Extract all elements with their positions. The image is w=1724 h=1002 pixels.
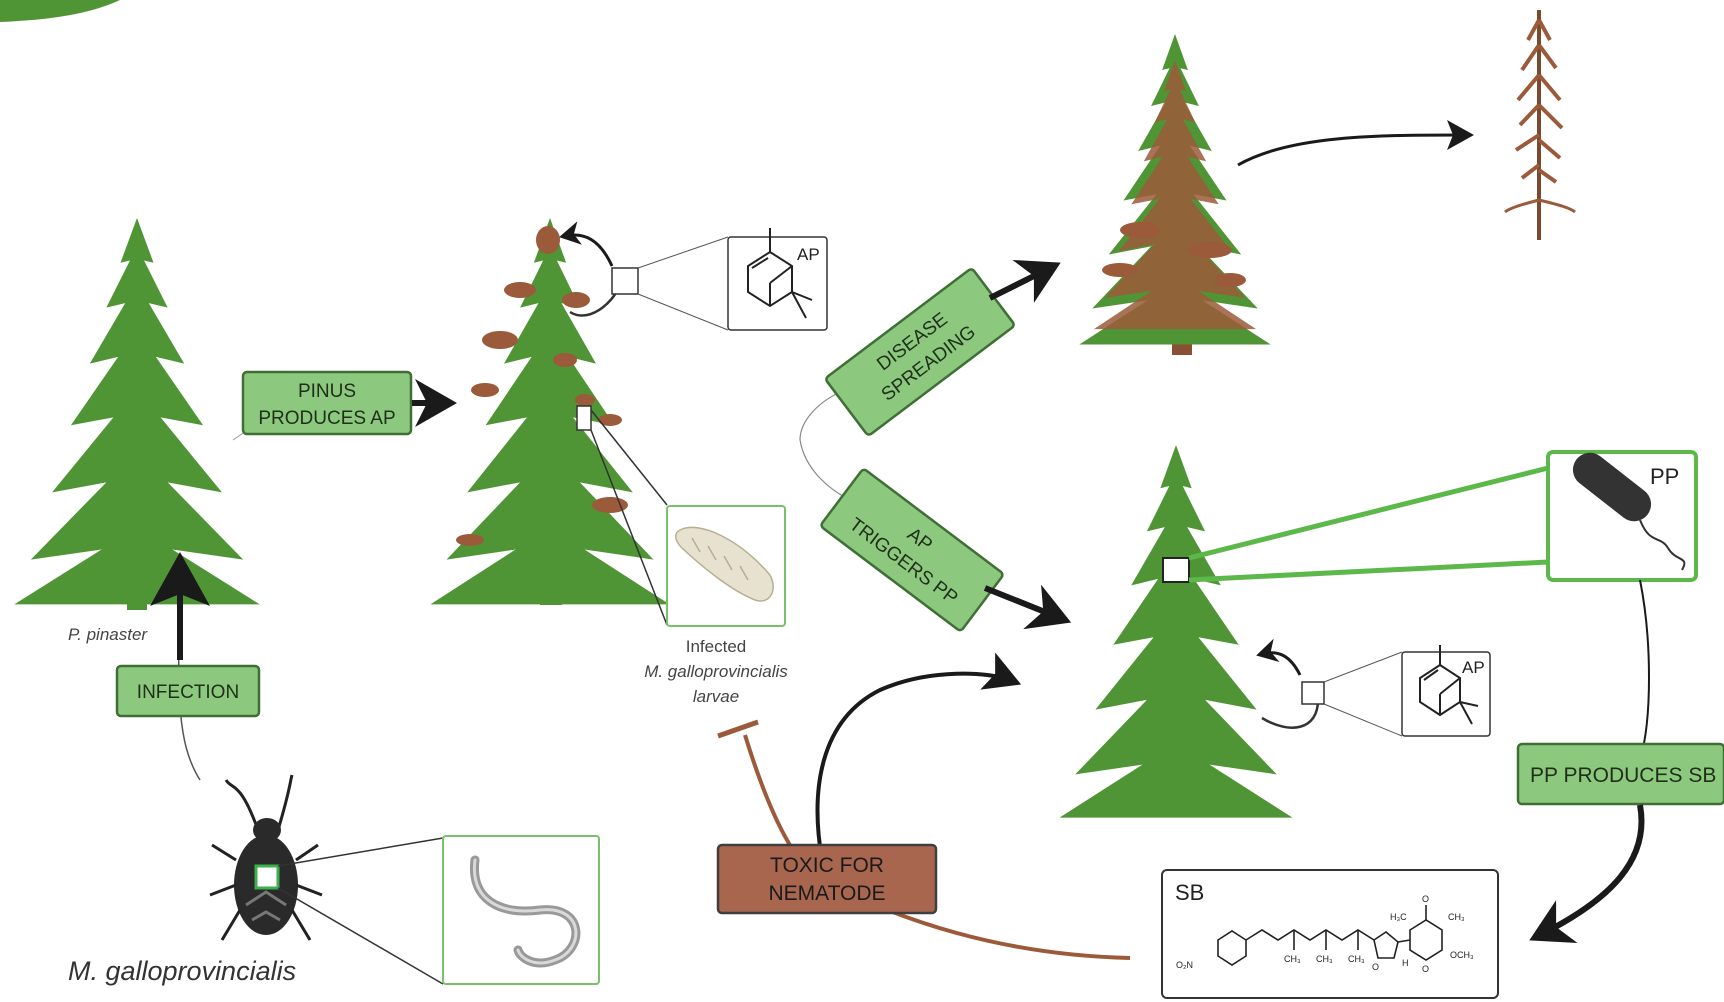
pp-to-sb-line	[1639, 579, 1650, 761]
svg-text:PRODUCES AP: PRODUCES AP	[258, 408, 395, 429]
tree-infected-center	[430, 218, 670, 605]
ap-arrow-top	[559, 221, 614, 267]
beetle-marker	[254, 864, 280, 890]
pp-marker	[1162, 557, 1190, 583]
svg-text:H: H	[1402, 958, 1409, 968]
svg-text:OCH₃: OCH₃	[1450, 950, 1474, 960]
svg-text:AP: AP	[1462, 658, 1485, 677]
sb-molecule-box: SB O₂N CH₃ CH₃ CH₃ H₃C CH₃ OCH₃ O O O H	[1161, 869, 1499, 999]
svg-text:AP: AP	[797, 245, 820, 264]
tree-diseased-top	[1079, 34, 1271, 355]
ap-arrow-bottom	[1256, 638, 1302, 676]
infection-box: INFECTION	[115, 664, 261, 718]
ap-marker-top	[611, 267, 639, 295]
svg-text:SB: SB	[1175, 880, 1204, 905]
inhibition-bar	[717, 719, 759, 739]
svg-text:CH₃: CH₃	[1448, 912, 1465, 922]
ap-loop-bottom	[1261, 699, 1320, 729]
svg-text:PINUS: PINUS	[298, 381, 356, 402]
svg-text:INFECTION: INFECTION	[137, 682, 239, 703]
death-arrow	[1237, 120, 1474, 167]
disease-spreading-box: DISEASE SPREADING	[825, 268, 1015, 436]
corner-decoration	[0, 0, 120, 22]
toxic-for-nematode-box: TOXIC FOR NEMATODE	[716, 843, 938, 915]
ap-molecule-top: AP	[727, 228, 828, 331]
tree-dead-top-right	[1504, 10, 1576, 240]
caption-larvae-1: Infected	[686, 637, 747, 656]
svg-text:CH₃: CH₃	[1348, 954, 1365, 964]
pp-zoom-line-top	[1188, 465, 1549, 561]
svg-text:PP: PP	[1650, 464, 1679, 489]
pp-zoom-line-bottom	[1188, 559, 1549, 583]
svg-text:TOXIC FOR: TOXIC FOR	[770, 854, 884, 877]
beetle-icon	[209, 774, 323, 941]
tree-protected-right	[1059, 445, 1293, 818]
toxic-to-tree-arrow	[815, 652, 1022, 861]
pp-inset: PP	[1546, 450, 1698, 582]
sb-arrow	[1529, 804, 1645, 944]
svg-text:NEMATODE: NEMATODE	[768, 882, 885, 905]
caption-larvae-3: larvae	[693, 687, 739, 706]
ap-triggers-pp-box: AP TRIGGERS PP	[820, 468, 1004, 632]
nematode-inset	[442, 835, 600, 985]
svg-text:CH₃: CH₃	[1316, 954, 1333, 964]
svg-text:O: O	[1422, 894, 1429, 904]
ap-marker-bottom	[1301, 681, 1325, 705]
svg-text:O: O	[1372, 962, 1379, 972]
svg-text:PP PRODUCES SB: PP PRODUCES SB	[1530, 764, 1716, 787]
svg-text:O₂N: O₂N	[1176, 960, 1193, 970]
svg-text:H₃C: H₃C	[1390, 912, 1407, 922]
pp-produces-sb-box: PP PRODUCES SB	[1516, 742, 1724, 806]
ap-molecule-bottom: AP	[1401, 645, 1491, 737]
svg-text:CH₃: CH₃	[1284, 954, 1301, 964]
pinus-produces-ap-box: PINUS PRODUCES AP	[241, 370, 413, 436]
tree-healthy-left	[14, 218, 260, 610]
triggers-arrow	[983, 584, 1072, 630]
caption-p-pinaster: P. pinaster	[68, 625, 148, 644]
larvae-inset	[666, 505, 786, 627]
caption-beetle: M. galloprovincialis	[68, 956, 296, 986]
disease-arrow	[988, 259, 1061, 303]
caption-larvae-2: M. galloprovincialis	[644, 662, 788, 681]
svg-text:O: O	[1422, 964, 1429, 974]
larva-marker	[576, 405, 592, 431]
